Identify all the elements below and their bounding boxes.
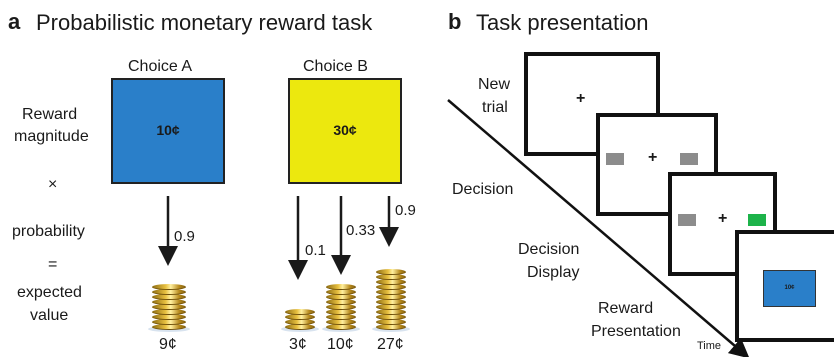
stage-new-trial-line1: New <box>478 76 511 93</box>
coin <box>376 294 406 300</box>
coin <box>376 269 406 275</box>
reward-card-amount: 10¢ <box>784 285 795 291</box>
panel-b-letter: b <box>448 9 462 34</box>
reward-magnitude-label-line1: Reward <box>22 106 78 123</box>
expected-value-label-line1: expected <box>17 284 82 301</box>
stage-new-trial-line2: trial <box>482 99 508 116</box>
outcome-a-value: 9¢ <box>159 336 177 353</box>
coin-stack-b1 <box>281 304 319 332</box>
choice-a-card: 10¢ <box>111 78 225 184</box>
coin <box>376 319 406 325</box>
fixation-cross: + <box>648 149 658 166</box>
coin <box>326 314 356 320</box>
fixation-cross: + <box>718 210 728 227</box>
coin <box>326 309 356 315</box>
equals-symbol: = <box>48 256 58 273</box>
time-label: Time <box>697 340 722 352</box>
panel-a-title: Probabilistic monetary reward task <box>36 10 373 35</box>
outcome-b2-value: 10¢ <box>327 336 354 353</box>
probability-b2-value: 0.33 <box>346 222 376 239</box>
coin <box>152 309 186 315</box>
coin <box>152 289 186 295</box>
coin <box>376 324 406 330</box>
coin <box>152 314 186 320</box>
probability-b1-value: 0.1 <box>305 242 326 259</box>
coin <box>285 314 315 320</box>
choice-a-amount: 10¢ <box>156 122 180 138</box>
coin <box>376 279 406 285</box>
outcome-b3-value: 27¢ <box>377 336 404 353</box>
reward-card: 10¢ <box>763 270 816 307</box>
coin <box>376 314 406 320</box>
choice-b-amount: 30¢ <box>333 122 357 138</box>
stage-decision-display-line1: Decision <box>518 241 580 258</box>
coin-stack-b3 <box>372 264 410 332</box>
screen-decision-display: + <box>668 172 777 276</box>
stage-decision: Decision <box>452 181 514 198</box>
option-left-gray <box>606 153 624 165</box>
coin <box>376 289 406 295</box>
coin <box>285 324 315 330</box>
coin-stack-a <box>148 279 190 332</box>
coin <box>376 304 406 310</box>
coin <box>152 299 186 305</box>
coin <box>326 284 356 290</box>
probability-b3-value: 0.9 <box>395 202 416 219</box>
coin <box>152 304 186 310</box>
reward-magnitude-label-line2: magnitude <box>14 128 89 145</box>
coin <box>326 289 356 295</box>
coin <box>326 324 356 330</box>
coin <box>152 324 186 330</box>
outcome-b1-value: 3¢ <box>289 336 307 353</box>
probability-a-value: 0.9 <box>174 228 195 245</box>
stage-reward-line1: Reward <box>598 300 654 317</box>
stage-decision-display-line2: Display <box>527 264 580 281</box>
coin <box>152 294 186 300</box>
coin <box>152 319 186 325</box>
times-symbol: × <box>48 176 58 193</box>
probability-label: probability <box>12 223 85 240</box>
panel-a-letter: a <box>8 9 21 34</box>
coin <box>326 294 356 300</box>
option-right-gray <box>680 153 698 165</box>
coin <box>152 284 186 290</box>
coin <box>376 274 406 280</box>
coin-stack-b2 <box>322 279 360 332</box>
coin <box>376 309 406 315</box>
coin <box>376 284 406 290</box>
coin <box>376 299 406 305</box>
coin <box>326 304 356 310</box>
coin <box>326 299 356 305</box>
fixation-cross: + <box>576 90 586 107</box>
expected-value-label-line2: value <box>30 307 69 324</box>
option-selected-green <box>748 214 766 226</box>
panel-b-title: Task presentation <box>476 10 649 35</box>
stage-reward-line2: Presentation <box>591 323 681 340</box>
choice-b-card: 30¢ <box>288 78 402 184</box>
coin <box>326 319 356 325</box>
coin <box>285 319 315 325</box>
coin <box>285 309 315 315</box>
choice-a-label: Choice A <box>128 58 193 75</box>
screen-reward-presentation: 10¢ <box>735 230 834 342</box>
option-left-gray <box>678 214 696 226</box>
choice-b-label: Choice B <box>303 58 368 75</box>
